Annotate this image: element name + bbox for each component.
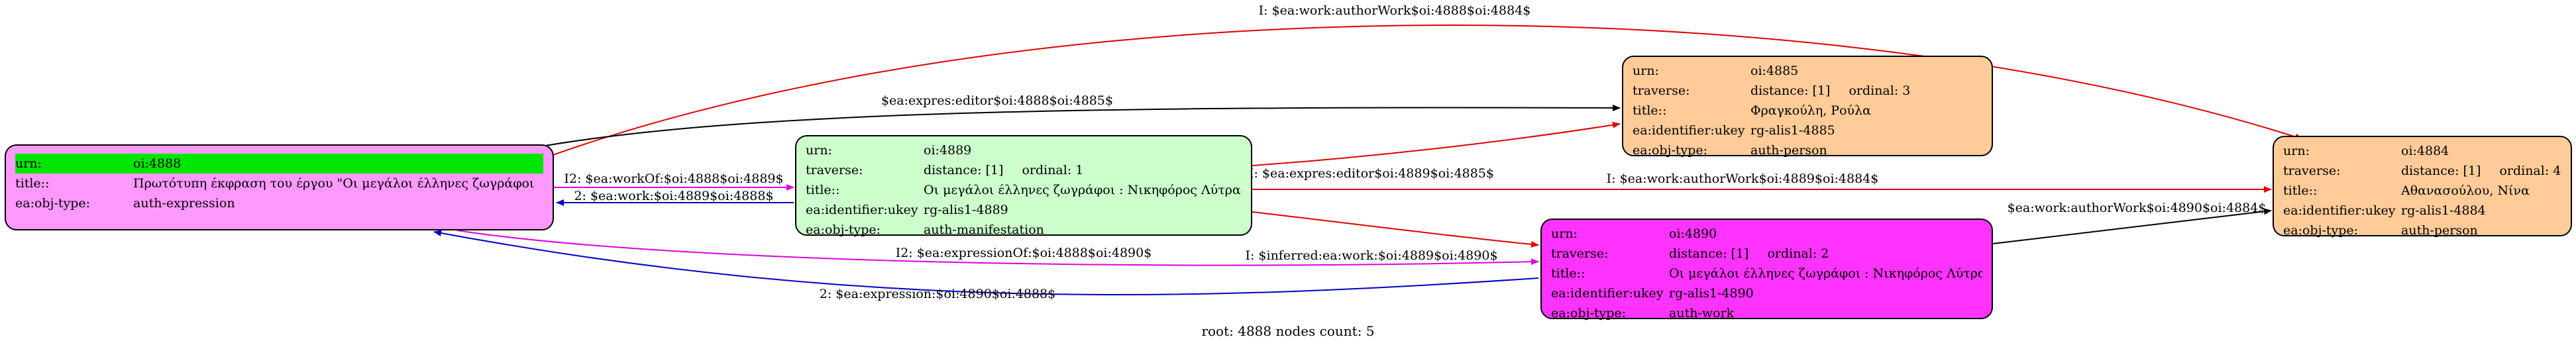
node-4890-title-row: title:: Οι μεγάλοι έλληνες ζωγράφοι : Νι…: [1551, 264, 1982, 283]
node-4885-objtype-value: auth-person: [1750, 143, 1827, 158]
edge-4890-4884-authorwork: [1992, 208, 2272, 244]
node-4889-title-row: title:: Οι μεγάλοι έλληνες ζωγράφοι : Νι…: [806, 180, 1242, 200]
node-4885-objtype-key: ea:obj-type:: [1633, 143, 1708, 158]
node-4885-traverse-key: traverse:: [1633, 83, 1690, 98]
node-4885-title-value: Φραγκούλη, Ρούλα: [1750, 103, 1871, 118]
node-4889-traverse-row: traverse: distance: [1] ordinal: 1: [806, 160, 1242, 180]
graph-footer-caption: root: 4888 nodes count: 5: [1201, 323, 1375, 339]
node-4889-ukey-value: rg-alis1-4889: [924, 203, 1008, 217]
node-4885-objtype-row: ea:obj-type: auth-person: [1633, 140, 1982, 160]
node-4885-urn-value: oi:4885: [1750, 64, 1799, 78]
node-4885-ukey-value: rg-alis1-4885: [1750, 123, 1835, 138]
node-4884-title-row: title:: Αθανασούλου, Νίνα: [2283, 181, 2561, 201]
node-4888-title-key: title::: [15, 176, 50, 191]
node-4885-distance: distance: [1]: [1750, 83, 1831, 98]
node-4889-title-value: Οι μεγάλοι έλληνες ζωγράφοι : Νικηφόρος …: [924, 183, 1242, 197]
node-4885-ukey-row: ea:identifier:ukey rg-alis1-4885: [1633, 121, 1982, 140]
node-oi-4890[interactable]: urn: oi:4890 traverse: distance: [1] ord…: [1540, 219, 1993, 320]
node-4888-urn-row: urn: oi:4888: [15, 154, 543, 173]
node-4889-ordinal: ordinal: 1: [1022, 163, 1084, 177]
edge-label-4888-4885: $ea:expres:editor$oi:4888$oi:4885$: [881, 93, 1113, 108]
node-4885-ukey-key: ea:identifier:ukey: [1633, 123, 1745, 138]
node-oi-4888[interactable]: urn: oi:4888 title:: Πρωτότυπη έκφραση τ…: [5, 144, 554, 230]
edge-label-4889-4888: 2: $ea:work:$oi:4889$oi:4888$: [574, 189, 773, 203]
node-4888-objtype-value: auth-expression: [133, 196, 235, 211]
node-4889-ukey-key: ea:identifier:ukey: [806, 203, 918, 217]
node-4884-distance: distance: [1]: [2401, 164, 2481, 178]
node-4890-urn-value: oi:4890: [1669, 226, 1717, 241]
node-4884-ukey-key: ea:identifier:ukey: [2283, 203, 2396, 218]
node-4890-ukey-row: ea:identifier:ukey rg-alis1-4890: [1551, 283, 1982, 303]
node-4889-title-key: title::: [806, 183, 840, 197]
edge-label-4889-4885: I: $ea:expres:editor$oi:4889$oi:4885$: [1249, 166, 1494, 181]
edge-4888-4890-expressionof: [456, 230, 1539, 266]
node-4889-objtype-value: auth-manifestation: [924, 222, 1044, 237]
edge-label-4890-4888: 2: $ea:expression:$oi:4890$oi:4888$: [820, 287, 1056, 301]
node-4884-ukey-value: rg-alis1-4884: [2401, 203, 2486, 218]
node-4884-title-value: Αθανασούλου, Νίνα: [2401, 183, 2530, 198]
node-4890-objtype-row: ea:obj-type: auth-work: [1551, 303, 1982, 323]
node-4890-ukey-key: ea:identifier:ukey: [1551, 286, 1664, 301]
node-oi-4885[interactable]: urn: oi:4885 traverse: distance: [1] ord…: [1622, 56, 1993, 158]
node-4890-title-key: title::: [1551, 266, 1585, 281]
edge-4888-4884-authorwork: [463, 25, 2303, 191]
edge-4889-4890-inferred: [1252, 211, 1539, 248]
edge-4890-4888-expression: [433, 230, 1539, 296]
node-4890-traverse-row: traverse: distance: [1] ordinal: 2: [1551, 244, 1982, 264]
edge-label-4889-4884: I: $ea:work:authorWork$oi:4889$oi:4884$: [1607, 172, 1879, 186]
node-4889-urn-key: urn:: [806, 143, 832, 158]
node-4889-distance: distance: [1]: [924, 163, 1004, 177]
node-4888-urn-value: oi:4888: [133, 156, 182, 171]
node-4884-urn-value: oi:4884: [2401, 144, 2449, 158]
node-4884-objtype-row: ea:obj-type: auth-person: [2283, 221, 2561, 240]
node-4890-objtype-value: auth-work: [1669, 306, 1735, 320]
node-4884-ukey-row: ea:identifier:ukey rg-alis1-4884: [2283, 201, 2561, 221]
edge-label-4889-4890: I: $inferred:ea:work:$oi:4889$oi:4890$: [1245, 248, 1497, 263]
node-4884-title-key: title::: [2283, 183, 2318, 198]
edge-4888-4885-editor: [529, 104, 1621, 149]
node-4888-objtype-row: ea:obj-type: auth-expression: [15, 193, 543, 213]
node-4888-urn-key: urn:: [15, 156, 42, 171]
edge-4889-4885-editor: [1252, 121, 1621, 166]
node-4888-objtype-key: ea:obj-type:: [15, 196, 91, 211]
node-4890-ordinal: ordinal: 2: [1767, 246, 1829, 261]
node-4890-title-value: Οι μεγάλοι έλληνες ζωγράφοι : Νικηφόρος …: [1669, 266, 1982, 281]
node-4885-title-key: title::: [1633, 103, 1667, 118]
node-4885-traverse-row: traverse: distance: [1] ordinal: 3: [1633, 81, 1982, 101]
node-4890-ukey-value: rg-alis1-4890: [1669, 286, 1754, 301]
node-4885-urn-key: urn:: [1633, 64, 1659, 78]
node-4884-urn-key: urn:: [2283, 144, 2310, 158]
node-4884-traverse-key: traverse:: [2283, 164, 2341, 178]
node-4890-urn-key: urn:: [1551, 226, 1578, 241]
node-4890-urn-row: urn: oi:4890: [1551, 224, 1982, 244]
node-4889-ukey-row: ea:identifier:ukey rg-alis1-4889: [806, 200, 1242, 220]
node-4888-title-value: Πρωτότυπη έκφραση του έργου "Οι μεγάλοι …: [133, 176, 537, 191]
node-4889-urn-value: oi:4889: [924, 143, 972, 158]
edge-label-4890-4884: $ea:work:authorWork$oi:4890$oi:4884$: [2008, 201, 2267, 215]
node-4885-title-row: title:: Φραγκούλη, Ρούλα: [1633, 101, 1982, 121]
node-4890-distance: distance: [1]: [1669, 246, 1749, 261]
node-4884-ordinal: ordinal: 4: [2499, 164, 2561, 178]
node-4889-traverse-key: traverse:: [806, 163, 863, 177]
node-4885-ordinal: ordinal: 3: [1849, 83, 1911, 98]
edge-label-4888-4884: I: $ea:work:authorWork$oi:4888$oi:4884$: [1259, 3, 1531, 18]
node-4884-objtype-value: auth-person: [2401, 223, 2478, 238]
node-4884-traverse-row: traverse: distance: [1] ordinal: 4: [2283, 161, 2561, 181]
node-4889-objtype-key: ea:obj-type:: [806, 222, 881, 237]
node-4889-urn-row: urn: oi:4889: [806, 140, 1242, 160]
node-oi-4884[interactable]: urn: oi:4884 traverse: distance: [1] ord…: [2273, 136, 2572, 238]
edge-label-4888-4889: I2: $ea:workOf:$oi:4888$oi:4889$: [564, 172, 783, 186]
edge-label-4888-4890: I2: $ea:expressionOf:$oi:4888$oi:4890$: [896, 246, 1152, 260]
node-4889-objtype-row: ea:obj-type: auth-manifestation: [806, 220, 1242, 240]
node-4890-traverse-key: traverse:: [1551, 246, 1609, 261]
node-4884-objtype-key: ea:obj-type:: [2283, 223, 2359, 238]
node-4890-objtype-key: ea:obj-type:: [1551, 306, 1627, 320]
node-oi-4889[interactable]: urn: oi:4889 traverse: distance: [1] ord…: [795, 135, 1252, 237]
node-4885-urn-row: urn: oi:4885: [1633, 61, 1982, 81]
node-4888-title-row: title:: Πρωτότυπη έκφραση του έργου "Οι …: [15, 173, 543, 193]
node-4884-urn-row: urn: oi:4884: [2283, 141, 2561, 161]
